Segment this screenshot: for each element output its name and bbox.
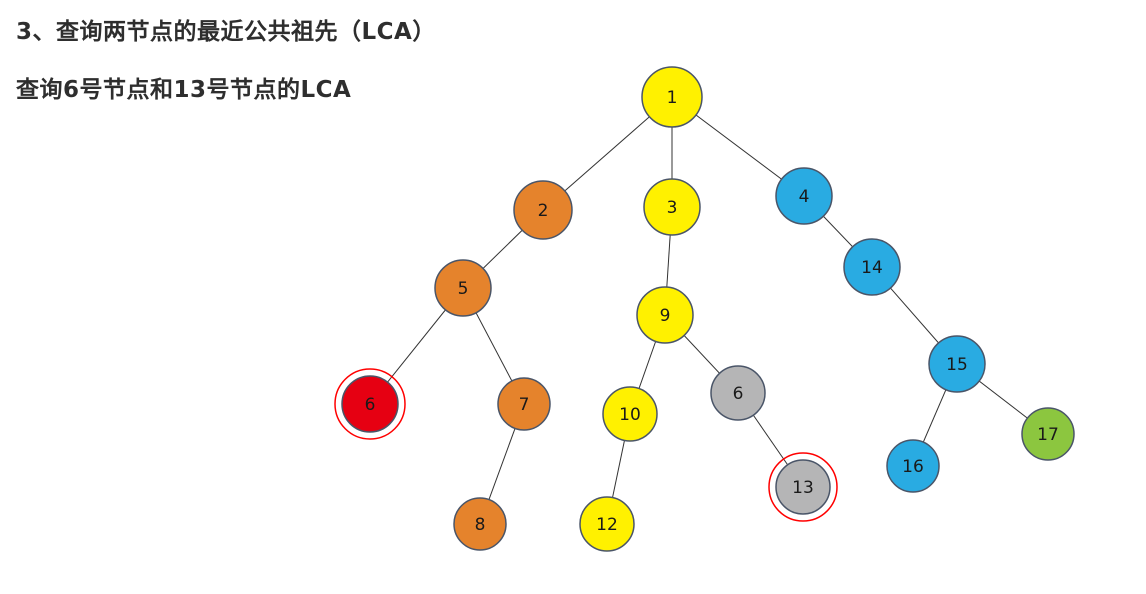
node-label: 7 [519, 395, 530, 415]
tree-node-n10: 10 [602, 386, 658, 442]
headings: 3、查询两节点的最近公共祖先（LCA） 查询6号节点和13号节点的LCA [16, 12, 436, 104]
node-circle [636, 286, 694, 344]
page-title: 3、查询两节点的最近公共祖先（LCA） [16, 19, 436, 45]
node-label: 10 [619, 405, 641, 425]
node-label: 14 [861, 258, 883, 278]
tree-node-n3: 3 [643, 178, 701, 236]
highlight-ring [334, 368, 406, 440]
node-circle [928, 335, 986, 393]
node-label: 6 [365, 395, 376, 415]
page-subtitle: 查询6号节点和13号节点的LCA [16, 77, 352, 103]
node-label: 1 [667, 88, 678, 108]
node-circle [1021, 407, 1075, 461]
tree-node-n7: 7 [497, 377, 551, 431]
node-label: 8 [475, 515, 486, 535]
tree-node-n9: 9 [636, 286, 694, 344]
node-label: 9 [660, 306, 671, 326]
node-circle [579, 496, 635, 552]
node-label: 4 [799, 187, 810, 207]
tree-node-n16: 16 [886, 439, 940, 493]
node-label: 6 [733, 384, 744, 404]
tree-node-n17: 17 [1021, 407, 1075, 461]
tree-node-n1: 1 [641, 66, 703, 128]
node-label: 3 [667, 198, 678, 218]
node-label: 15 [946, 355, 968, 375]
node-circle [434, 259, 492, 317]
node-circle [710, 365, 766, 421]
node-circle [641, 66, 703, 128]
node-circle [775, 167, 833, 225]
tree-node-n2: 2 [513, 180, 573, 240]
node-label: 5 [458, 279, 469, 299]
tree-node-n5: 5 [434, 259, 492, 317]
node-circle [497, 377, 551, 431]
tree-node-n4: 4 [775, 167, 833, 225]
node-label: 12 [596, 515, 618, 535]
node-circle [886, 439, 940, 493]
node-label: 17 [1037, 425, 1059, 445]
tree-node-n6gray: 6 [710, 365, 766, 421]
node-circle [602, 386, 658, 442]
node-label: 16 [902, 457, 924, 477]
highlight-ring [768, 452, 838, 522]
node-circle [341, 375, 399, 433]
node-circle [643, 178, 701, 236]
node-circle [843, 238, 901, 296]
tree-node-n6red: 6 [334, 368, 406, 440]
node-circle [775, 459, 831, 515]
node-label: 2 [538, 201, 549, 221]
node-label: 13 [792, 478, 814, 498]
tree-node-n14: 14 [843, 238, 901, 296]
tree-node-n15: 15 [928, 335, 986, 393]
tree-node-n12: 12 [579, 496, 635, 552]
node-circle [453, 497, 507, 551]
tree-node-n8: 8 [453, 497, 507, 551]
tree-node-n13: 13 [768, 452, 838, 522]
node-circle [513, 180, 573, 240]
